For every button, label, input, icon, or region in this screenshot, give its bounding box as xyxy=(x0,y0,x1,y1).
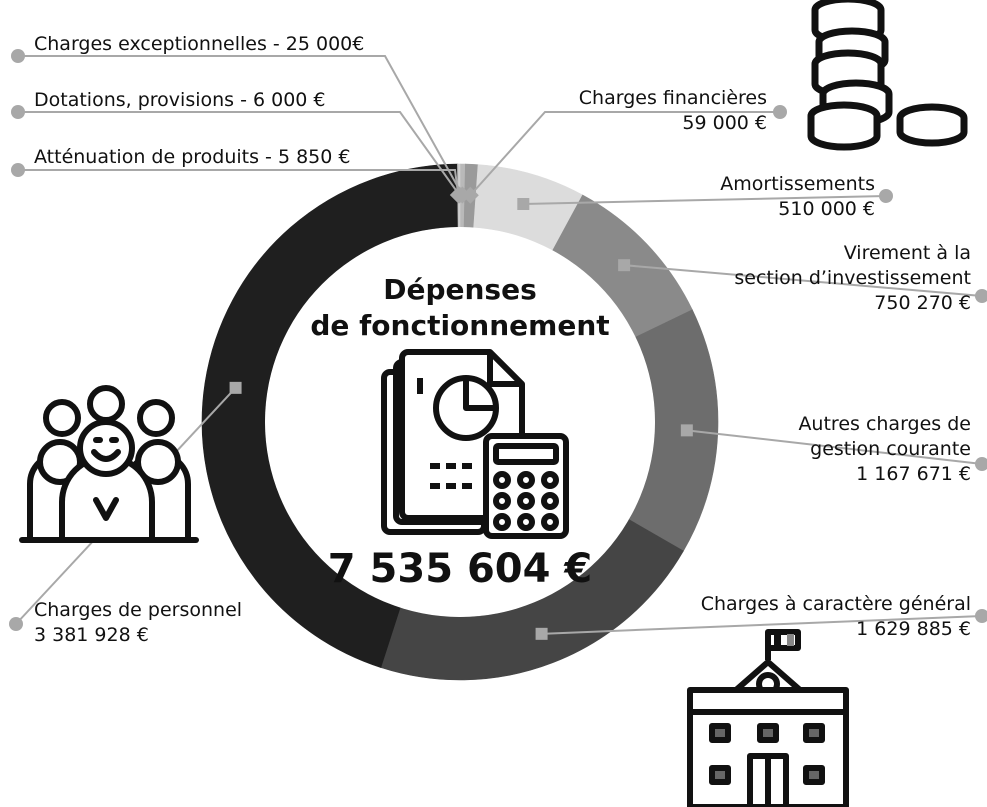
leader-lines xyxy=(9,49,987,640)
leader-vir xyxy=(624,264,983,297)
town-hall-icon xyxy=(687,629,849,807)
label-dot: Dotations, provisions - 6 000 € xyxy=(34,89,326,111)
leader-fin xyxy=(469,111,780,196)
dot-gen xyxy=(975,609,987,623)
leader-amort xyxy=(523,195,887,206)
chart-title: Dépenses de fonctionnement xyxy=(290,272,630,344)
documents-calculator-icon xyxy=(381,349,569,539)
dot-dot xyxy=(11,105,25,119)
dot-vir xyxy=(975,289,987,303)
marker-pers xyxy=(229,381,242,394)
label-gen: Charges à caractère général 1 629 885 € xyxy=(700,593,971,640)
dot-fin xyxy=(773,105,787,119)
people-group-icon xyxy=(19,385,199,543)
dot-autres xyxy=(975,457,987,471)
leader-dot xyxy=(18,111,461,196)
marker-vir xyxy=(618,259,631,272)
chart-total: 7 535 604 € xyxy=(327,546,593,592)
label-autres: Autres charges de gestion courante 1 167… xyxy=(798,413,971,485)
marker-dot xyxy=(450,186,468,204)
chart-title-line1: Dépenses xyxy=(383,273,537,306)
label-pers: Charges de personnel 3 381 928 € xyxy=(34,599,243,646)
label-att: Atténuation de produits - 5 850 € xyxy=(34,146,351,168)
marker-gen xyxy=(535,627,548,640)
label-excep: Charges exceptionnelles - 25 000€ xyxy=(34,33,365,55)
leader-excep xyxy=(18,55,464,196)
label-vir: Virement à la section d’investissement 7… xyxy=(734,242,971,314)
dot-pers xyxy=(9,617,23,631)
dot-amort xyxy=(879,189,893,203)
marker-fin xyxy=(461,186,479,204)
chart-title-line2: de fonctionnement xyxy=(310,309,610,342)
label-fin: Charges financières 59 000 € xyxy=(578,87,767,134)
leader-autres xyxy=(686,429,983,465)
marker-amort xyxy=(517,198,530,211)
leader-gen xyxy=(541,615,983,635)
dot-att xyxy=(11,163,25,177)
coins-icon xyxy=(807,0,968,151)
label-amort: Amortissements 510 000 € xyxy=(720,173,875,220)
leader-att xyxy=(18,169,460,196)
dot-excep xyxy=(11,49,25,63)
marker-autres xyxy=(680,424,693,437)
